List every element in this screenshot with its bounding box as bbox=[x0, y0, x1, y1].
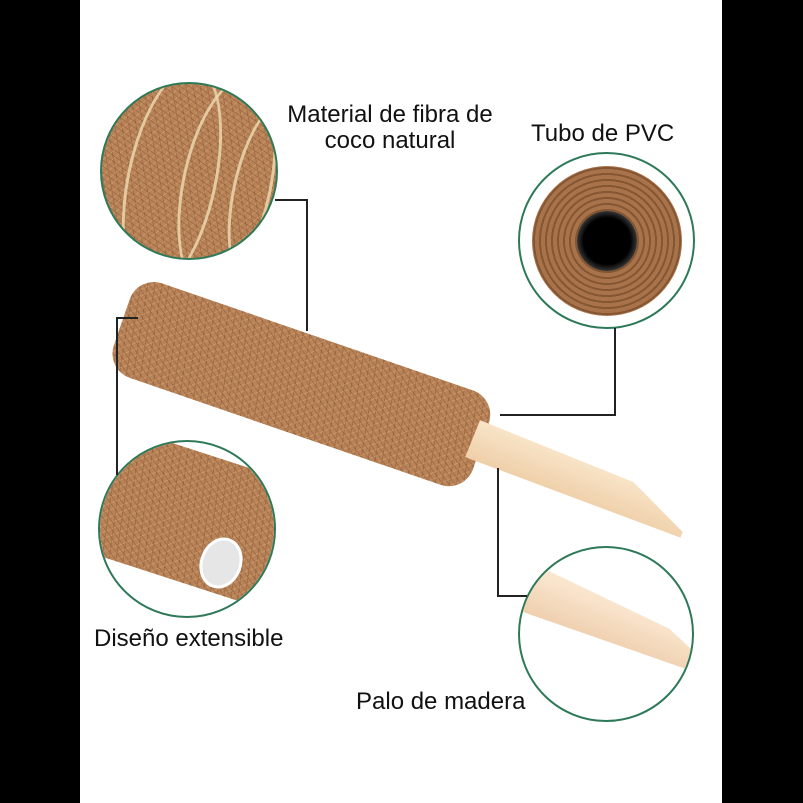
wooden-stick-tip bbox=[518, 560, 694, 685]
wood-detail-circle bbox=[518, 546, 694, 722]
label-wood-stick: Palo de madera bbox=[356, 688, 526, 715]
callout-line-fiber bbox=[306, 199, 308, 331]
callout-line-wood bbox=[497, 595, 527, 597]
wooden-stake bbox=[465, 420, 693, 543]
label-pvc-tube: Tubo de PVC bbox=[531, 120, 675, 147]
extensible-detail-circle bbox=[98, 440, 276, 618]
fiber-detail-circle bbox=[100, 82, 278, 260]
product-infographic: Material de fibra de coco natural Tubo d… bbox=[80, 0, 722, 803]
callout-line-wood bbox=[497, 468, 499, 596]
coco-segment bbox=[100, 442, 274, 610]
label-line: coco natural bbox=[324, 127, 456, 154]
label-line: Material de fibra de bbox=[287, 101, 493, 128]
label-fiber-material: Material de fibra de coco natural bbox=[270, 102, 510, 154]
pvc-detail-circle bbox=[518, 152, 695, 329]
callout-line-pvc bbox=[614, 328, 616, 415]
callout-line-extensible bbox=[116, 317, 118, 475]
callout-line-pvc bbox=[500, 414, 616, 416]
label-extensible-design: Diseño extensible bbox=[94, 625, 284, 652]
pvc-pipe-opening bbox=[576, 210, 637, 271]
fiber-cross-section bbox=[531, 165, 682, 316]
callout-line-fiber bbox=[275, 199, 307, 201]
callout-line-extensible bbox=[116, 317, 138, 319]
